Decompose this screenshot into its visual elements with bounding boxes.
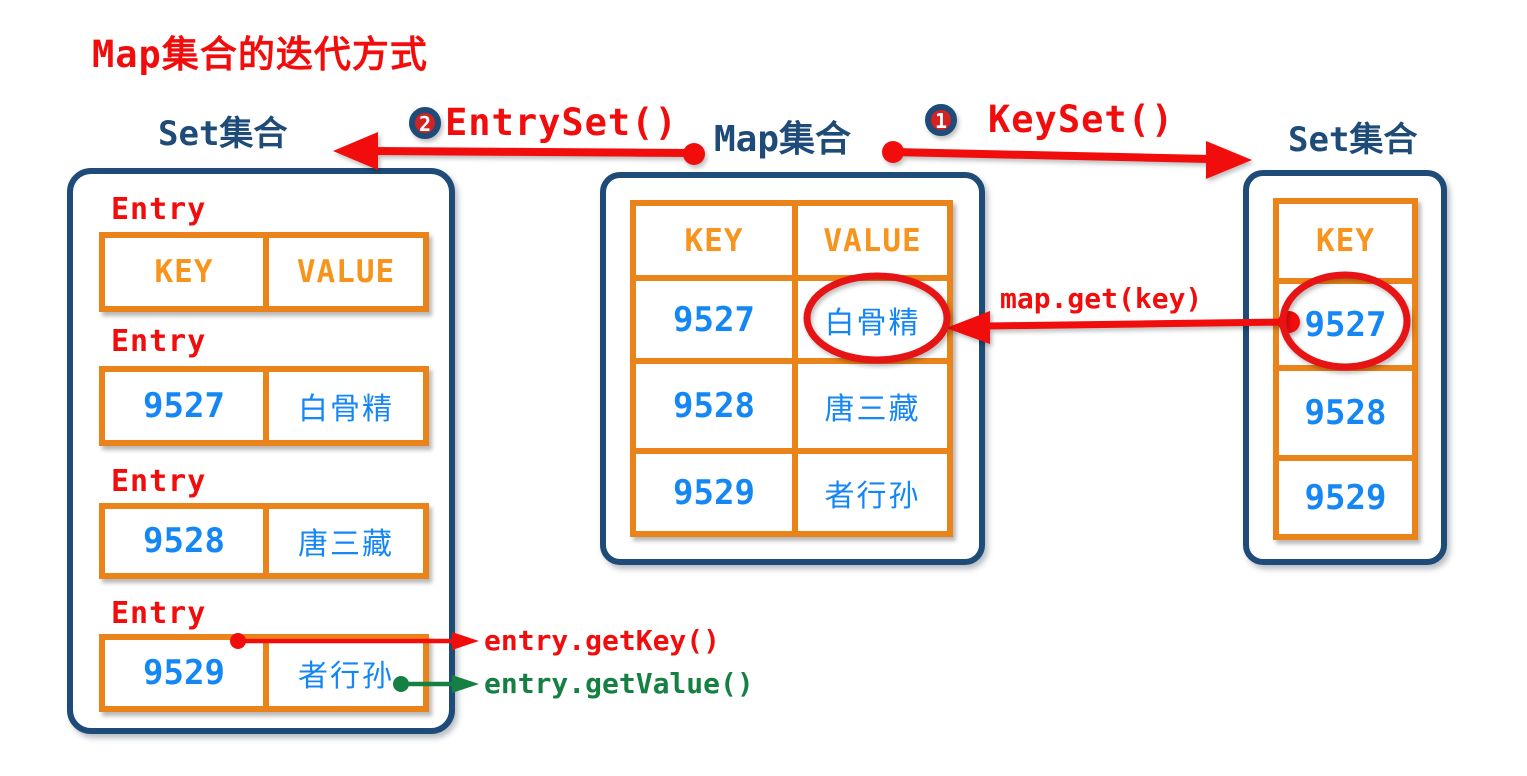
map-key-cell: 9527 bbox=[636, 281, 792, 358]
entry-value-cell: 者行孙 bbox=[269, 640, 423, 706]
map-value-cell: 者行孙 bbox=[798, 454, 947, 531]
key-cell: 9529 bbox=[1279, 461, 1412, 534]
entry-label: Entry bbox=[111, 324, 207, 359]
map-table: KEY VALUE 9527 白骨精 9528 唐三藏 9529 者行孙 bbox=[630, 200, 953, 537]
entry-label: Entry bbox=[111, 596, 207, 631]
entry-getvalue-label: entry.getValue() bbox=[484, 667, 754, 700]
right-set-label: Set集合 bbox=[1288, 120, 1418, 160]
entry-pair-table: KEY VALUE bbox=[99, 232, 429, 312]
left-set-label: Set集合 bbox=[158, 114, 288, 154]
step-1-badge: 1 bbox=[925, 104, 957, 136]
map-key-cell: 9529 bbox=[636, 454, 792, 531]
map-key-cell: 9528 bbox=[636, 364, 792, 448]
map-key-header: KEY bbox=[636, 206, 792, 275]
map-value-cell: 唐三藏 bbox=[798, 364, 947, 448]
map-get-label: map.get(key) bbox=[1000, 282, 1203, 315]
step-2-badge-number: 2 bbox=[419, 112, 431, 136]
entry-label: Entry bbox=[111, 192, 207, 227]
keyset-function-label: KeySet() bbox=[988, 98, 1175, 141]
entry-key-cell: 9527 bbox=[105, 372, 263, 440]
map-box: KEY VALUE 9527 白骨精 9528 唐三藏 9529 者行孙 bbox=[600, 172, 985, 565]
map-label: Map集合 bbox=[714, 119, 852, 160]
entry-pair-table: 9529 者行孙 bbox=[99, 634, 429, 712]
step-1-badge-number: 1 bbox=[935, 109, 947, 133]
key-table: KEY 9527 9528 9529 bbox=[1273, 198, 1418, 540]
entry-value-cell: 白骨精 bbox=[269, 372, 423, 440]
entry-pair-table: 9527 白骨精 bbox=[99, 366, 429, 446]
entry-label: Entry bbox=[111, 464, 207, 499]
left-set-box: Entry KEY VALUE Entry 9527 白骨精 Entry 952… bbox=[67, 168, 455, 734]
map-value-cell: 白骨精 bbox=[798, 281, 947, 358]
entryset-function-label: EntrySet() bbox=[445, 101, 678, 144]
page-title: Map集合的迭代方式 bbox=[92, 33, 428, 76]
key-cell: 9527 bbox=[1279, 284, 1412, 365]
entry-value-cell: VALUE bbox=[269, 238, 423, 306]
key-cell: 9528 bbox=[1279, 371, 1412, 455]
entry-key-cell: 9528 bbox=[105, 509, 263, 573]
map-value-header: VALUE bbox=[798, 206, 947, 275]
key-set-box: KEY 9527 9528 9529 bbox=[1243, 170, 1447, 565]
entry-getkey-label: entry.getKey() bbox=[484, 624, 721, 657]
key-header: KEY bbox=[1279, 204, 1412, 278]
entry-key-cell: KEY bbox=[105, 238, 263, 306]
entry-key-cell: 9529 bbox=[105, 640, 263, 706]
step-2-badge: 2 bbox=[409, 107, 441, 139]
entry-value-cell: 唐三藏 bbox=[269, 509, 423, 573]
entry-pair-table: 9528 唐三藏 bbox=[99, 503, 429, 579]
